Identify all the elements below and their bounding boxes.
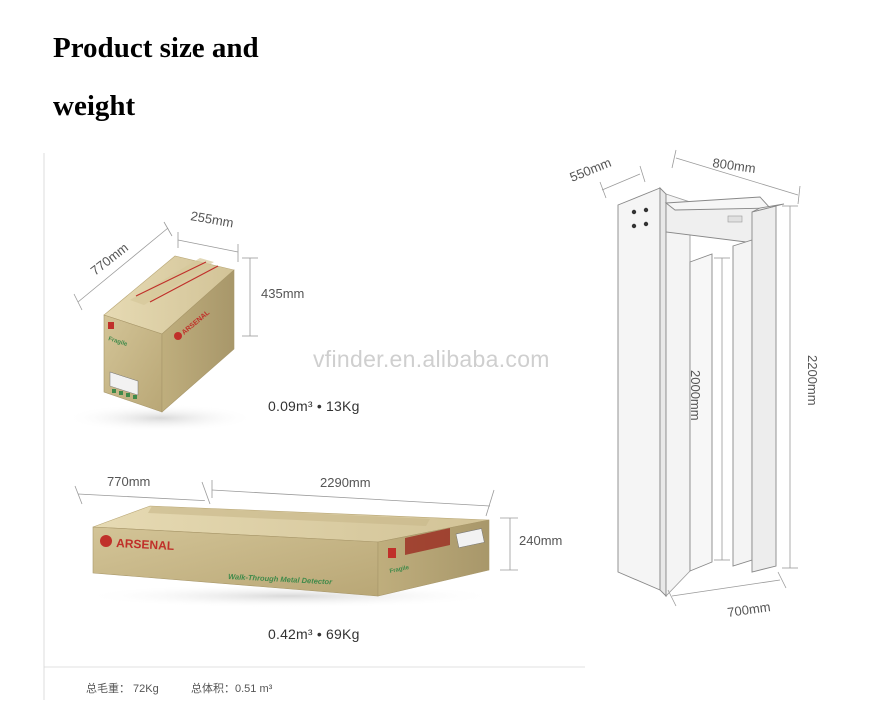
footer-total-volume: 总体积：0.51 m³ xyxy=(191,683,273,695)
small-box-length-label: 770mm xyxy=(88,240,131,279)
long-box-width-label: 770mm xyxy=(107,474,150,489)
long-box-height-label: 240mm xyxy=(519,533,562,548)
detector-total-height-label: 2200mm xyxy=(805,355,820,406)
long-box-brand: ARSENAL xyxy=(116,536,175,553)
walk-through-detector xyxy=(617,186,785,598)
small-box-fragile-label: Fragile xyxy=(107,336,128,348)
detector-bottom-width-label: 700mm xyxy=(726,599,771,620)
footer-gross-weight: 总毛重： 72Kg xyxy=(86,683,159,695)
page-title-line1: Product size and xyxy=(53,32,259,64)
watermark: vfinder.en.alibaba.com xyxy=(313,346,550,372)
long-box-spec: 0.42m³ • 69Kg xyxy=(268,626,360,642)
detector-width-label: 800mm xyxy=(712,155,757,176)
small-box-spec: 0.09m³ • 13Kg xyxy=(268,398,360,414)
small-box-width-label: 255mm xyxy=(189,208,234,230)
small-box-height-label: 435mm xyxy=(261,286,304,301)
page-title-line2: weight xyxy=(53,90,136,122)
detector-depth-label: 550mm xyxy=(568,155,614,185)
detector-inner-height-label: 2000mm xyxy=(688,370,703,421)
long-box-fragile-label: Fragile xyxy=(389,565,410,575)
long-box: ARSENAL Walk-Through Metal Detector Frag… xyxy=(74,474,562,608)
long-box-length-label: 2290mm xyxy=(320,475,371,490)
detector-dimension-lines xyxy=(599,149,801,607)
